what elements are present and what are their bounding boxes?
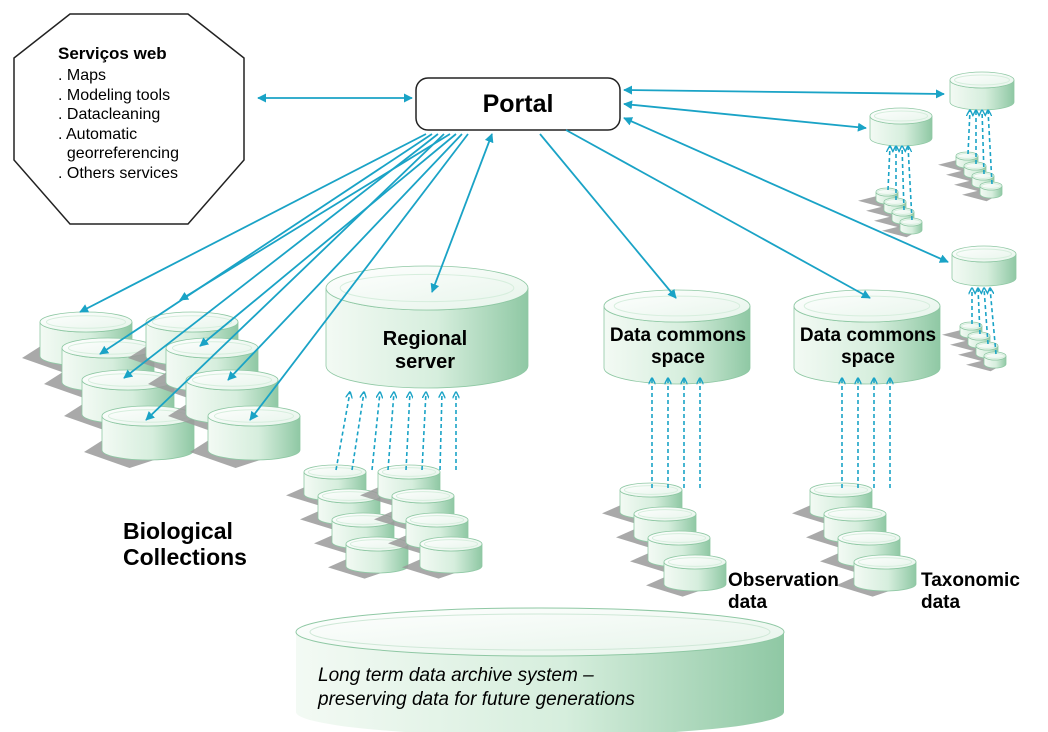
collection-db-right-3 (190, 405, 301, 468)
arrow-portal-remote-top (623, 85, 945, 99)
web-services-title: Serviços web (58, 44, 167, 63)
dashed-remote-low-1 (978, 288, 980, 335)
regional-server-cylinder (325, 265, 529, 389)
arrow-portal-datacommons-2 (565, 129, 871, 299)
taxonomic-data-line1: Taxonomic (921, 570, 1020, 591)
biological-collections-line2: Collections (123, 544, 247, 570)
archive-line2: preserving data for future generations (318, 689, 635, 710)
remote-server-low-cylinder (951, 245, 1017, 287)
data-commons-2-cylinder (793, 289, 941, 385)
arrow-portal-regional (430, 133, 494, 293)
arrow-portal-collection-3 (145, 133, 445, 421)
arrow-portal-remote-mid (623, 100, 867, 132)
arrow-portal-collection-4 (179, 133, 451, 301)
dashed-remote-top-0 (968, 110, 970, 155)
dashed-remote-low-2 (984, 288, 989, 345)
data-commons-1-line1: Data commons (609, 325, 747, 346)
dashed-regional-1 (351, 392, 364, 471)
connection-layer (79, 85, 997, 488)
portal-label[interactable]: Portal (482, 90, 554, 118)
dashed-regional-5 (421, 392, 426, 471)
remote-server-top-cylinder (949, 71, 1015, 111)
taxonomic-data-label: Taxonomic data (921, 570, 1020, 614)
service-item-datacleaning[interactable]: . Datacleaning (58, 106, 161, 123)
service-item-modeling-tools[interactable]: . Modeling tools (58, 86, 171, 104)
dashed-regional-3 (387, 392, 394, 471)
remote-client-top-1 (946, 161, 987, 182)
dashed-remote-top-3 (988, 110, 993, 185)
regional-local-db-left-3 (328, 536, 409, 579)
portal-box[interactable] (415, 77, 621, 131)
dashed-regional-0 (335, 392, 350, 471)
arrow-portal-collection-0 (79, 133, 427, 313)
biological-collections-label: Biological Collections (123, 518, 247, 570)
service-item-georreferencing[interactable]: georreferencing (58, 145, 179, 162)
service-item-others[interactable]: . Others services (58, 164, 179, 182)
data-commons-1-line2: space (651, 347, 705, 368)
service-item-maps[interactable]: . Maps (58, 67, 107, 84)
web-services-octagon (13, 13, 245, 225)
data-commons-2-label: Data commons space (778, 325, 958, 369)
regional-server-label: Regional server (350, 328, 500, 374)
remote-client-top-3 (962, 181, 1003, 202)
observation-db-3 (646, 554, 727, 597)
database-layer (22, 71, 1017, 597)
data-commons-1-cylinder (603, 289, 751, 385)
archive-line1: Long term data archive system – (318, 665, 594, 686)
taxonomic-db-3 (836, 554, 917, 597)
dashed-regional-4 (405, 392, 410, 471)
archive-cylinder (295, 607, 785, 732)
biological-collections-line1: Biological (123, 518, 233, 544)
arrow-portal-collection-1 (99, 133, 433, 355)
data-commons-1-label: Data commons space (588, 325, 768, 369)
observation-data-line1: Observation (728, 570, 839, 591)
remote-client-low-3 (966, 351, 1007, 372)
archive-label: Long term data archive system – preservi… (318, 664, 635, 712)
service-item-automatic[interactable]: . Automatic (58, 125, 138, 143)
arrow-portal-collection-2 (123, 133, 439, 379)
arrow-portal-datacommons-1 (539, 133, 677, 299)
remote-server-mid-cylinder (869, 107, 933, 147)
arrow-portal-collection-5 (199, 133, 457, 347)
dashed-regional-2 (371, 392, 380, 471)
observation-data-label: Observation data (728, 570, 839, 614)
regional-local-db-right-3 (402, 536, 483, 579)
observation-data-line2: data (728, 592, 768, 613)
web-services-list: . Maps . Modeling tools . Datacleaning .… (58, 66, 179, 183)
dashed-regional-6 (440, 392, 442, 471)
arrow-portal-collection-6 (227, 133, 463, 381)
regional-server-line2: server (394, 351, 456, 373)
arrow-portal-remote-low (623, 117, 949, 263)
dashed-remote-mid-2 (902, 146, 904, 211)
remote-client-top-0 (938, 151, 979, 172)
data-commons-2-line2: space (841, 347, 895, 368)
data-commons-2-line1: Data commons (799, 325, 937, 346)
dashed-remote-top-2 (982, 110, 984, 175)
dashed-remote-mid-0 (888, 146, 890, 191)
taxonomic-data-line2: data (921, 592, 961, 613)
dashed-remote-mid-3 (908, 146, 913, 221)
regional-server-line1: Regional (382, 328, 468, 350)
